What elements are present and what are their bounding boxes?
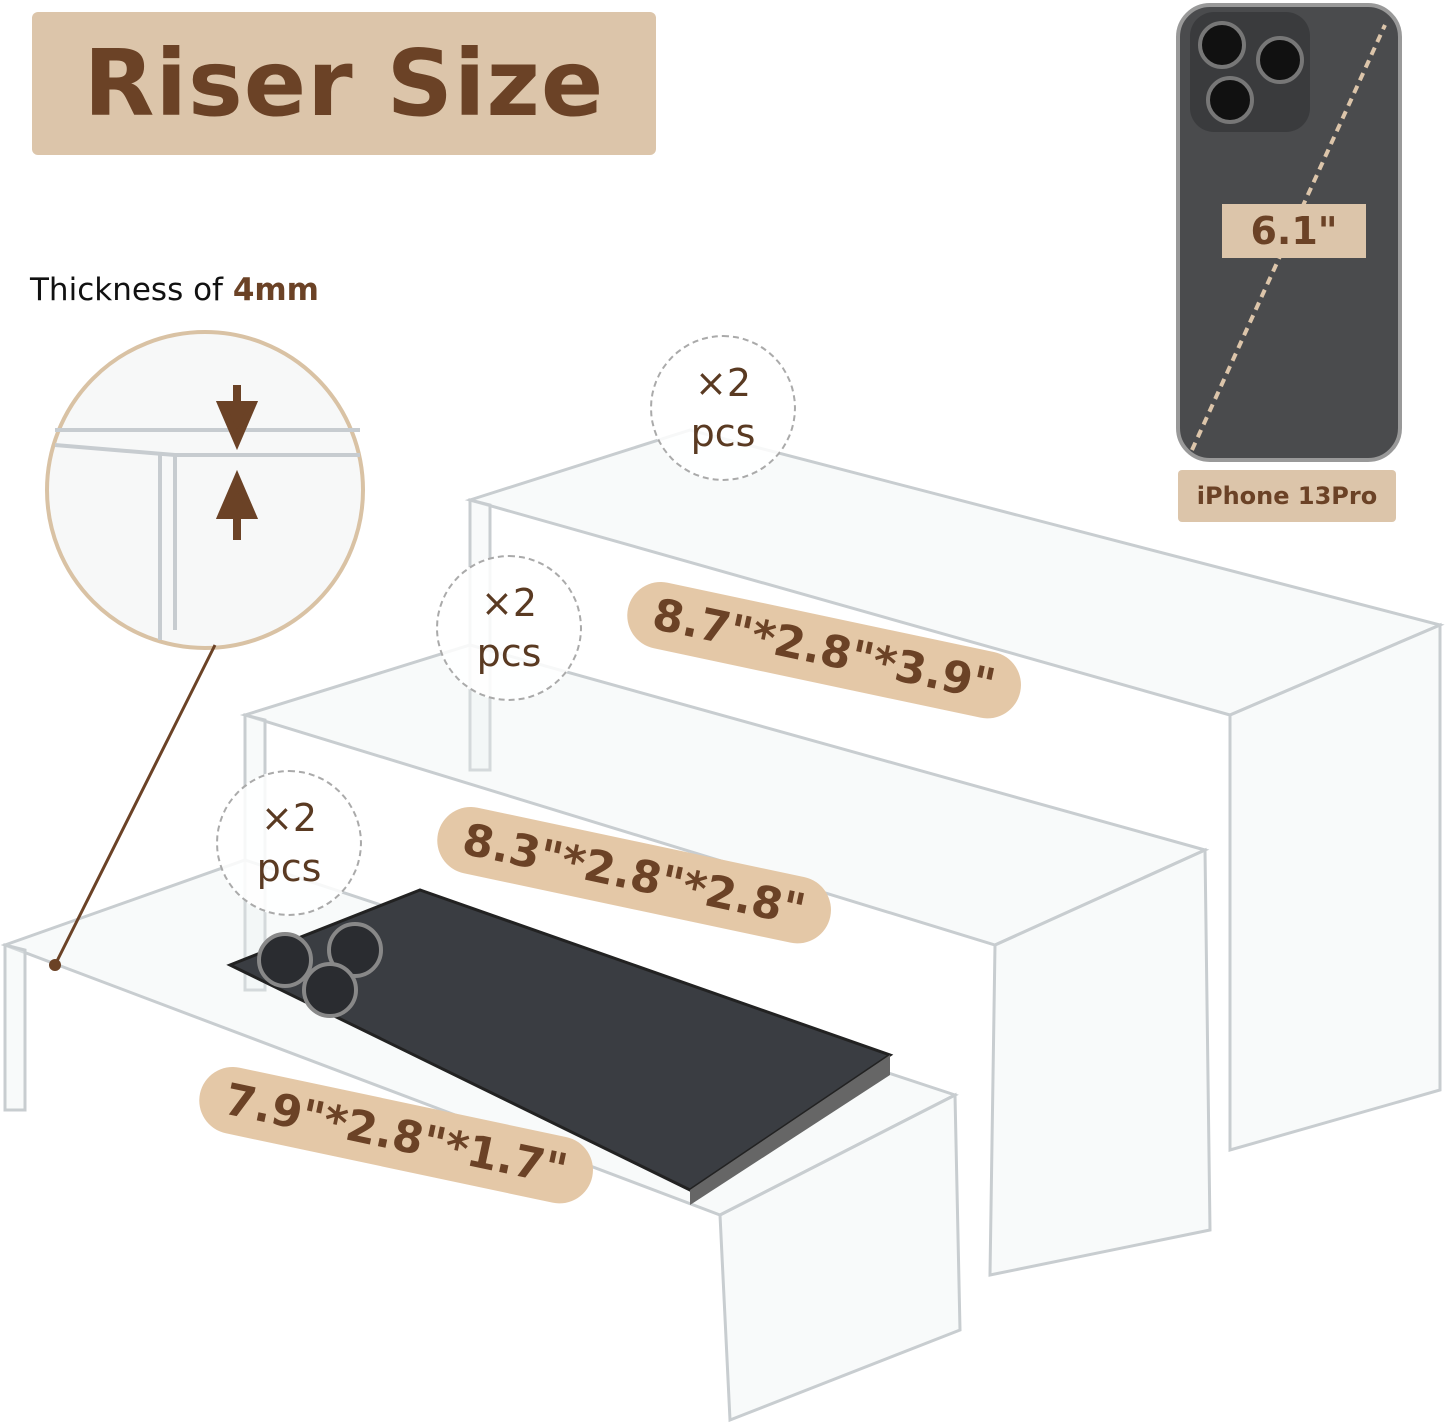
thickness-prefix: Thickness of [30, 272, 233, 308]
quantity-unit: pcs [690, 411, 756, 455]
quantity-badge-large: ×2 pcs [650, 335, 796, 481]
thickness-detail [45, 330, 365, 971]
thickness-caption: Thickness of 4mm [30, 272, 319, 308]
medium-riser-leg [988, 847, 1212, 1277]
quantity-unit: pcs [256, 846, 322, 890]
phone-model-label: iPhone 13Pro [1178, 470, 1396, 522]
page-title: Riser Size [83, 30, 605, 137]
phone-diagonal-badge: 6.1" [1222, 204, 1366, 258]
large-riser-leg [1228, 622, 1442, 1152]
title-banner: Riser Size [32, 12, 656, 155]
thickness-value: 4mm [232, 272, 319, 308]
phone-image [226, 888, 894, 1205]
quantity: ×2 [480, 581, 538, 625]
quantity-badge-small: ×2 pcs [216, 770, 362, 916]
small-riser-leg [718, 1092, 962, 1423]
quantity-badge-medium: ×2 pcs [436, 555, 582, 701]
quantity: ×2 [260, 796, 318, 840]
quantity-unit: pcs [476, 631, 542, 675]
quantity: ×2 [694, 361, 752, 405]
